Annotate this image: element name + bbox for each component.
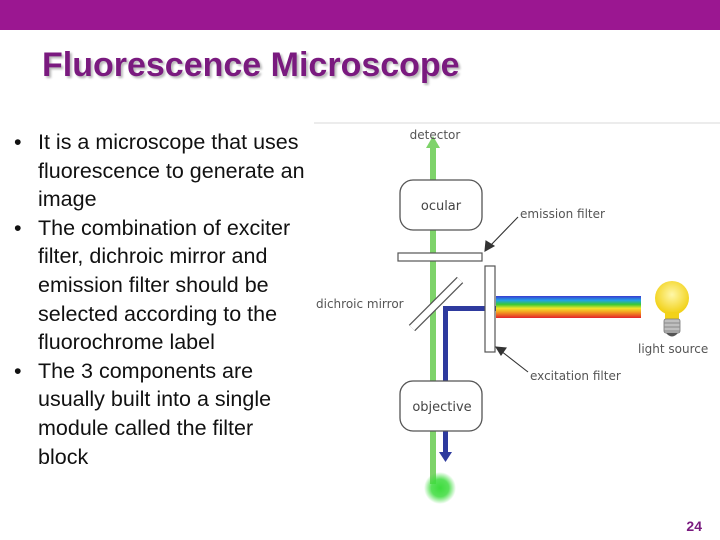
excitation-arrow-head [439, 452, 452, 462]
bullet-text: It is a microscope that uses fluorescenc… [38, 130, 305, 212]
detector-label: detector [410, 128, 461, 142]
specimen-fluorescence-glow [424, 472, 456, 504]
bullet-item: • The combination of exciter filter, dich… [14, 214, 306, 357]
emission-light-beam [430, 144, 436, 484]
top-bar [0, 0, 720, 30]
excitation-filter-pointer-head [494, 346, 507, 356]
bullet-dot: • [14, 130, 22, 154]
slide-title: Fluorescence Microscope [42, 46, 460, 84]
dichroic-mirror [409, 277, 463, 331]
white-light-spectrum-beam [496, 296, 641, 318]
light-source-label: light source [638, 342, 708, 356]
emission-filter-pointer [489, 216, 519, 247]
objective-label: objective [412, 400, 471, 415]
lightbulb-icon [655, 281, 689, 337]
bullet-dot: • [14, 358, 22, 383]
emission-arrow-head [426, 136, 440, 148]
bullet-text: The 3 components are usually built into … [38, 358, 272, 469]
emission-filter [397, 252, 483, 262]
excitation-filter [484, 265, 496, 353]
excitation-filter-label: excitation filter [530, 369, 621, 383]
page-number: 24 [686, 518, 702, 534]
emission-filter-label: emission filter [520, 207, 605, 221]
bullet-list: • It is a microscope that uses fluorescen… [14, 128, 306, 471]
bullet-dot: • [14, 215, 22, 240]
fluorescence-microscope-diagram: ocular objective detector emission filte… [314, 122, 720, 504]
objective-box [399, 380, 483, 432]
bullet-item: • The 3 components are usually built into… [14, 357, 306, 471]
bullet-text: The combination of exciter filter, dichr… [38, 215, 291, 355]
ocular-box [399, 179, 483, 231]
emission-filter-pointer-head [484, 240, 496, 252]
ocular-label: ocular [421, 199, 462, 214]
callout-arrows [484, 216, 529, 373]
excitation-filter-pointer [500, 350, 529, 373]
dichroic-mirror-label: dichroic mirror [316, 297, 404, 311]
bullet-item: • It is a microscope that uses fluorescen… [14, 128, 306, 214]
